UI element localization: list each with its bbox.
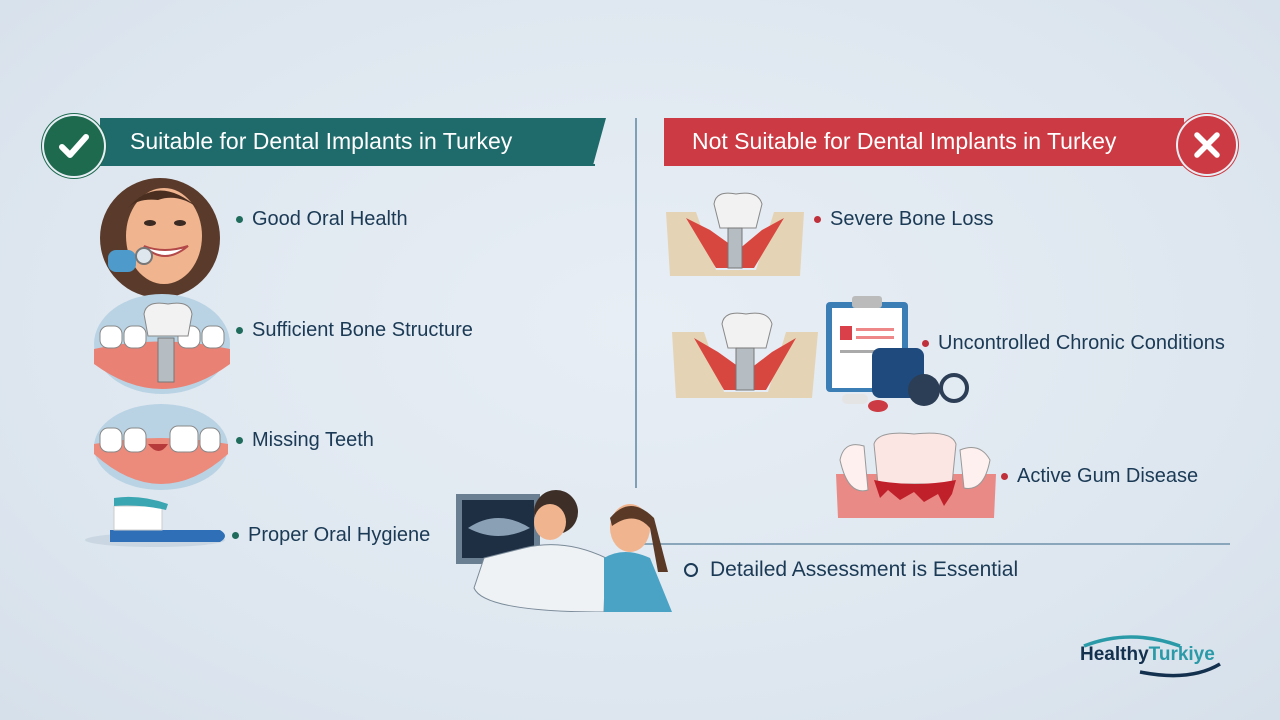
bullet-icon bbox=[1001, 473, 1008, 480]
bullet-icon bbox=[814, 216, 821, 223]
clipboard-medical-icon bbox=[824, 290, 970, 414]
suitable-item: Sufficient Bone Structure bbox=[236, 319, 473, 342]
suitable-item: Missing Teeth bbox=[236, 429, 374, 452]
logo-part-healthy: Healthy bbox=[1080, 644, 1149, 665]
logo-part-turkiye: Turkiye bbox=[1148, 644, 1215, 665]
not-suitable-header-title: Not Suitable for Dental Implants in Turk… bbox=[692, 128, 1117, 154]
missing-tooth-gum-icon bbox=[94, 404, 228, 490]
header-underline bbox=[100, 164, 595, 166]
dentist-xray-review-icon bbox=[454, 488, 674, 613]
not-suitable-item: Severe Bone Loss bbox=[814, 208, 993, 231]
checkmark-icon bbox=[44, 116, 104, 176]
not-suitable-header-banner: Not Suitable for Dental Implants in Turk… bbox=[664, 118, 1184, 164]
item-label: Proper Oral Hygiene bbox=[248, 524, 431, 546]
x-icon bbox=[1178, 116, 1236, 174]
item-label: Sufficient Bone Structure bbox=[252, 319, 473, 341]
bullet-icon bbox=[232, 532, 239, 539]
header-underline bbox=[664, 164, 1184, 166]
section-divider bbox=[640, 543, 1230, 545]
not-suitable-item: Active Gum Disease bbox=[1001, 465, 1198, 488]
item-label: Good Oral Health bbox=[252, 208, 408, 230]
bleeding-gum-icon bbox=[834, 430, 998, 520]
footer-label: Detailed Assessment is Essential bbox=[710, 558, 1019, 581]
circle-bullet-icon bbox=[684, 563, 698, 577]
toothbrush-icon bbox=[80, 492, 230, 548]
item-label: Missing Teeth bbox=[252, 429, 374, 451]
item-label: Severe Bone Loss bbox=[830, 208, 994, 230]
column-divider bbox=[635, 118, 637, 488]
bullet-icon bbox=[922, 340, 929, 347]
item-label: Uncontrolled Chronic Conditions bbox=[938, 332, 1225, 354]
bullet-icon bbox=[236, 216, 243, 223]
dental-implant-icon bbox=[94, 294, 230, 394]
suitable-header-banner: Suitable for Dental Implants in Turkey bbox=[100, 118, 606, 164]
not-suitable-item: Uncontrolled Chronic Conditions bbox=[922, 332, 1225, 355]
bullet-icon bbox=[236, 327, 243, 334]
healthy-turkiye-logo: HealthyTurkiye bbox=[1080, 632, 1230, 682]
suitable-item: Good Oral Health bbox=[236, 208, 408, 231]
smiling-woman-dental-mirror-icon bbox=[98, 178, 222, 298]
implant-bone-loss-icon bbox=[666, 190, 804, 276]
footer-note: Detailed Assessment is Essential bbox=[684, 558, 1018, 582]
implant-bone-loss-icon bbox=[672, 310, 818, 398]
bullet-icon bbox=[236, 437, 243, 444]
suitable-header-title: Suitable for Dental Implants in Turkey bbox=[130, 128, 513, 154]
item-label: Active Gum Disease bbox=[1017, 465, 1199, 487]
suitable-item: Proper Oral Hygiene bbox=[232, 524, 430, 547]
